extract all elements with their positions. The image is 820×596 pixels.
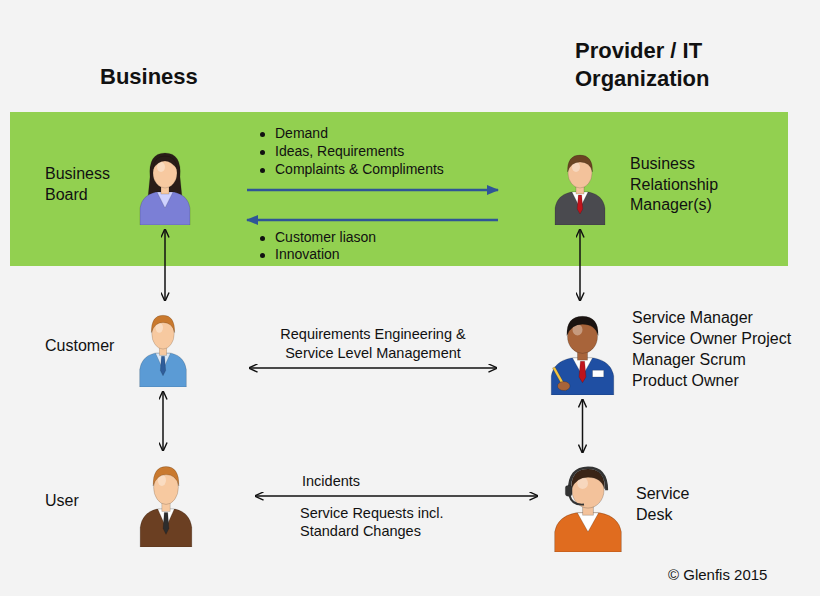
bullet-item: Innovation — [255, 246, 340, 263]
flow-arrow — [247, 219, 498, 222]
node-texts: Business Relationship Manager(s) — [630, 154, 740, 216]
connector-arrow — [249, 367, 497, 369]
role-name: User — [45, 491, 130, 512]
person-node: Business Relationship Manager(s) — [550, 145, 740, 225]
role-name: Service Manager Service Owner Project Ma… — [632, 308, 802, 391]
person-node: User — [45, 455, 197, 547]
person-node: Business Board — [45, 145, 195, 225]
role-name: Customer — [45, 336, 130, 357]
connector-label: Requirements Engineering & Service Level… — [263, 325, 483, 363]
bullet-item: Complaints & Compliments — [255, 161, 444, 179]
bullet-item: Customer liason — [255, 229, 376, 246]
node-texts: User — [45, 491, 130, 512]
person-icon — [135, 455, 197, 547]
connector-arrow — [162, 391, 164, 451]
flow-label: Service Requests incl. Standard Changes — [300, 504, 480, 540]
node-texts: Service Desk — [636, 484, 711, 526]
role-name: Business Board — [45, 164, 130, 206]
person-node: Service Desk — [548, 457, 711, 552]
person-icon — [550, 145, 610, 225]
connector-label: Incidents — [302, 472, 360, 491]
connector-arrow — [164, 229, 166, 301]
connector-arrow — [582, 399, 584, 453]
bullet-item: Ideas, Requirements — [255, 143, 404, 161]
copyright-note: © Glenfis 2015 — [668, 566, 767, 585]
connector-arrow — [255, 495, 538, 497]
flow-arrow — [247, 189, 498, 192]
person-node: Service Manager Service Owner Project Ma… — [545, 305, 802, 395]
person-icon — [135, 305, 191, 387]
role-name: Service Desk — [636, 484, 711, 526]
person-icon — [135, 145, 195, 225]
node-texts: Customer — [45, 336, 130, 357]
bullet-item: Demand — [255, 125, 328, 143]
person-icon — [545, 305, 620, 395]
role-name: Business Relationship Manager(s) — [630, 154, 740, 216]
node-texts: Service Manager Service Owner Project Ma… — [632, 308, 802, 391]
connector-arrow — [579, 229, 581, 301]
node-texts: Business Board — [45, 164, 130, 206]
person-icon — [548, 457, 628, 552]
column-heading: Provider / IT Organization — [575, 37, 765, 92]
column-heading: Business — [100, 63, 198, 91]
person-node: Customer — [45, 305, 191, 387]
